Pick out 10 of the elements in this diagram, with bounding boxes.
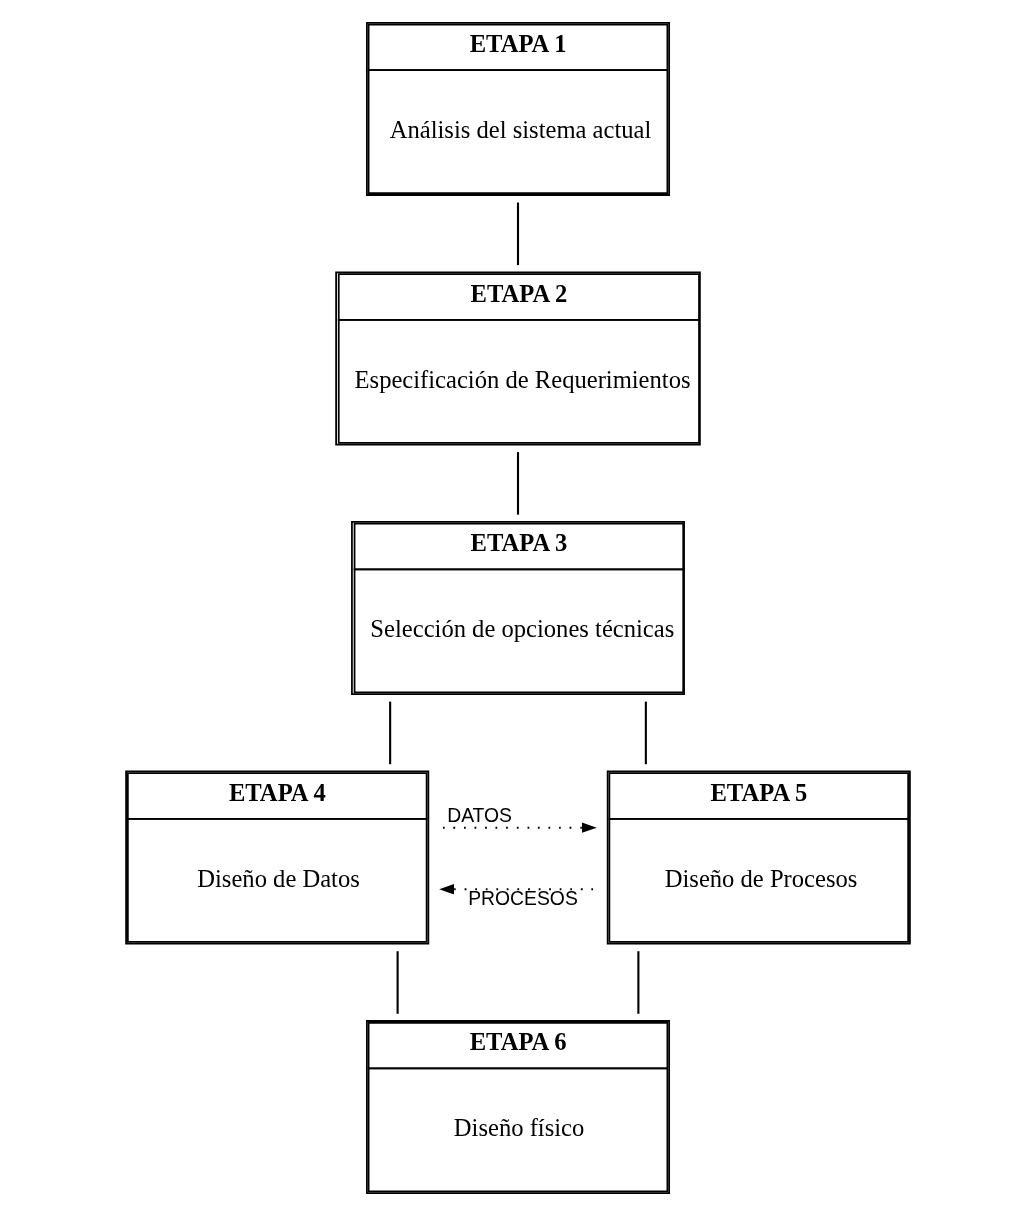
connector <box>516 202 519 266</box>
connector <box>396 951 399 1014</box>
edge-label: DATOS <box>446 805 512 827</box>
connector <box>644 701 647 765</box>
arrow <box>442 822 597 833</box>
connector <box>516 452 519 515</box>
arrow <box>438 884 593 895</box>
connector <box>388 701 391 765</box>
connector <box>636 951 639 1014</box>
edge-label: PROCESOS <box>467 887 578 909</box>
